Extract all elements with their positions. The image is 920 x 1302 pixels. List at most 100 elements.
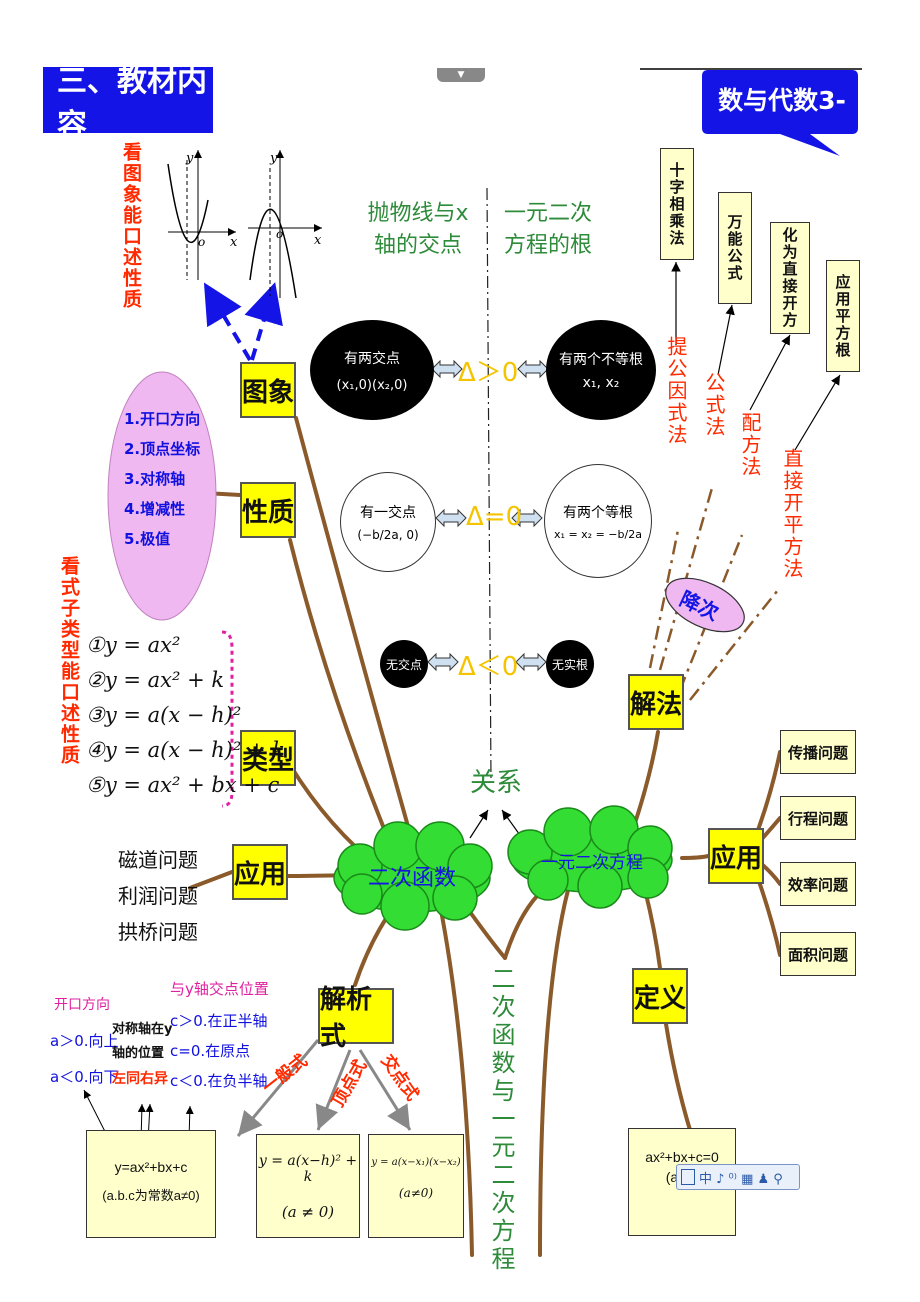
y-intercept-negative: c＜0.在负半轴 xyxy=(170,1072,268,1090)
axis-position-line1: 对称轴在y xyxy=(112,1022,173,1037)
relation-label: 关系 xyxy=(470,768,523,798)
opening-title: 开口方向 xyxy=(54,997,110,1013)
relation-right-title: 无实根 xyxy=(551,657,588,672)
graph2-x-label: x xyxy=(314,233,322,248)
application-item: 磁道问题 xyxy=(118,848,198,872)
method-square-root[interactable]: 应用平方根 xyxy=(826,260,860,372)
method-direct-root-form[interactable]: 化为直接开方 xyxy=(770,222,810,334)
general-form-box: y=ax²+bx+c (a.b.c为常数a≠0) xyxy=(86,1130,216,1238)
type-expression: y = ax² xyxy=(104,633,181,657)
type-item: ③y = a(x − h)² xyxy=(86,698,285,733)
ime-status-icons[interactable]: 中 ♪ ⁰⁾ ▦ ♟ ⚲ xyxy=(699,1171,783,1187)
type-expression: y = ax² + k xyxy=(104,668,225,692)
quadratic-equation-cloud-shape xyxy=(507,805,673,909)
node-application-left[interactable]: 应用 xyxy=(232,844,288,900)
method-universal-formula[interactable]: 万能公式 xyxy=(718,192,752,304)
app-efficiency-problem[interactable]: 效率问题 xyxy=(780,862,856,906)
property-item: 4.增减性 xyxy=(124,500,186,518)
type-item: ①y = ax² xyxy=(86,628,285,663)
left-applications: 磁道问题 利润问题 拱桥问题 xyxy=(118,842,198,950)
type-expression: y = ax² + bx + c xyxy=(104,773,280,797)
one-intersection-ellipse: 有一交点 (−b/2a, 0) xyxy=(340,472,436,572)
general-form-note: (a.b.c为常数a≠0) xyxy=(102,1188,200,1203)
no-intersection-ellipse: 无交点 xyxy=(380,640,428,688)
app-area-problem[interactable]: 面积问题 xyxy=(780,932,856,976)
opening-down: a＜0.向下 xyxy=(50,1068,119,1086)
graph2-o-label: o xyxy=(276,227,283,241)
method-cross-multiplication[interactable]: 十字相乘法 xyxy=(660,148,694,260)
type-item: ②y = ax² + k xyxy=(86,663,285,698)
type-expression: y = a(x − h)² xyxy=(104,703,242,727)
node-properties[interactable]: 性质 xyxy=(240,482,296,538)
application-item: 利润问题 xyxy=(118,884,198,908)
node-types[interactable]: 类型 xyxy=(240,730,296,786)
chapter-badge-shape xyxy=(702,70,858,156)
parabola-up-graph xyxy=(167,150,236,280)
two-equal-roots-ellipse: 有两个等根 x₁ = x₂ = −b/2a xyxy=(544,464,652,578)
general-form-formula: y=ax²+bx+c xyxy=(114,1159,188,1175)
property-item: 2.顶点坐标 xyxy=(124,440,201,458)
top-tab[interactable]: ▼ xyxy=(437,68,485,82)
definition-formula: ax²+bx+c=0 xyxy=(645,1149,719,1165)
intercept-form-box: y = a(x−x₁)(x−x₂) (a≠0) xyxy=(368,1134,464,1238)
intercept-form-formula: y = a(x−x₁)(x−x₂) xyxy=(371,1157,461,1168)
delta-negative: Δ＜0 xyxy=(458,652,519,682)
relation-right-detail: x₁ = x₂ = −b/2a xyxy=(554,527,642,541)
relation-right-title: 有两个不等根 xyxy=(559,352,643,368)
read-formula-note: 看式子类型能口述性质 xyxy=(58,556,80,766)
section-title: 三、教材内容 xyxy=(43,64,213,143)
relation-right-detail: x₁, x₂ xyxy=(582,375,620,391)
graph1-o-label: o xyxy=(198,235,205,249)
y-intercept-positive: c＞0.在正半轴 xyxy=(170,1012,268,1030)
relation-left-title: 有两交点 xyxy=(344,350,400,367)
quadratic-function-cloud[interactable]: 二次函数 xyxy=(367,866,456,891)
relation-left-title: 有一交点 xyxy=(360,505,416,521)
property-item: 5.极值 xyxy=(124,530,171,548)
type-item: ④y = a(x − h)² + k xyxy=(86,733,285,768)
two-intersections-ellipse: 有两交点 (x₁,0)(x₂,0) xyxy=(310,320,434,420)
node-definition[interactable]: 定义 xyxy=(632,968,688,1024)
node-application-right[interactable]: 应用 xyxy=(708,828,764,884)
app-travel-problem[interactable]: 行程问题 xyxy=(780,796,856,840)
heading-equation-roots: 一元二次方程的根 xyxy=(504,201,593,258)
vertex-form-box: y = a(x−h)² + k (a ≠ 0) xyxy=(256,1134,360,1238)
ime-logo-icon[interactable] xyxy=(681,1169,695,1185)
type-expression: y = a(x − h)² + k xyxy=(104,738,285,762)
relation-left-title: 无交点 xyxy=(385,657,422,672)
parabola-down-graph xyxy=(248,150,322,299)
opening-up: a＞0.向上 xyxy=(50,1032,119,1050)
relation-right-title: 有两个等根 xyxy=(563,504,633,521)
ime-toolbar[interactable]: 中 ♪ ⁰⁾ ▦ ♟ ⚲ xyxy=(676,1164,800,1190)
intercept-form-note: (a≠0) xyxy=(398,1186,434,1200)
app-spread-problem[interactable]: 传播问题 xyxy=(780,730,856,774)
graph1-x-label: x xyxy=(230,235,238,250)
method-direct-sqrt-label: 直接开平方法 xyxy=(780,448,804,580)
vertex-form-note: (a ≠ 0) xyxy=(281,1203,335,1221)
axis-position-line2: 轴的位置 xyxy=(112,1046,165,1061)
vertex-form-formula: y = a(x−h)² + k xyxy=(258,1153,358,1185)
type-number: ⑤ xyxy=(86,773,105,797)
no-real-roots-ellipse: 无实根 xyxy=(546,640,594,688)
node-graph[interactable]: 图象 xyxy=(240,362,296,418)
types-list: ①y = ax² ②y = ax² + k ③y = a(x − h)² ④y … xyxy=(86,628,285,803)
graph2-y-label: y xyxy=(269,151,278,166)
quadratic-equation-cloud[interactable]: 一元二次方程 xyxy=(541,853,643,873)
node-solution[interactable]: 解法 xyxy=(628,674,684,730)
graph1-y-label: y xyxy=(185,151,194,166)
delta-positive: Δ＞0 xyxy=(458,358,519,388)
relation-left-detail: (−b/2a, 0) xyxy=(357,528,419,542)
two-distinct-roots-ellipse: 有两个不等根 x₁, x₂ xyxy=(546,320,656,420)
delta-zero: Δ=0 xyxy=(466,502,523,532)
y-intercept-title: 与y轴交点位置 xyxy=(170,980,269,998)
center-vertical-title: 二次函数与一元二次方程 xyxy=(487,966,515,1274)
node-analytic[interactable]: 解析式 xyxy=(318,985,394,1052)
axis-position-rule: 左同右异 xyxy=(112,1071,168,1087)
property-item: 1.开口方向 xyxy=(124,410,201,428)
type-number: ④ xyxy=(86,738,105,762)
method-completing-square-label: 配方法 xyxy=(738,412,762,478)
method-factoring-label: 提公因式法 xyxy=(664,336,688,446)
type-number: ② xyxy=(86,668,105,692)
type-number: ③ xyxy=(86,703,105,727)
read-graph-note: 看图象能口述性质 xyxy=(120,142,142,310)
